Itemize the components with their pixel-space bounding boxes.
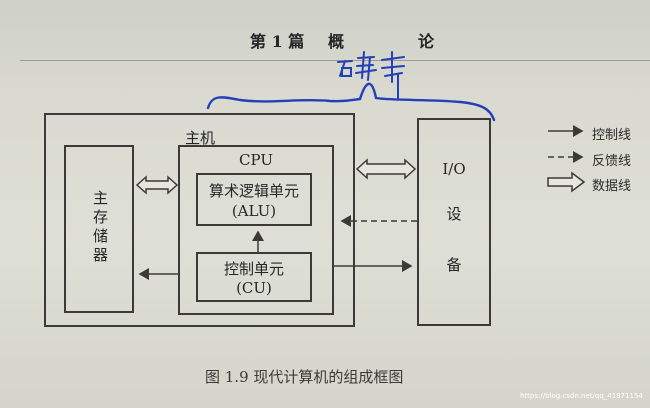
host-label: 主机: [184, 129, 215, 147]
main-memory-label: 主存储器: [91, 190, 109, 266]
watermark-url: https://blog.csdn.net/qq_41871154: [520, 392, 643, 400]
main-memory-box: [64, 145, 134, 313]
chapter-title-char-2: 论: [418, 32, 435, 51]
legend-control-line-label: 控制线: [592, 128, 632, 143]
alu-box: [196, 173, 312, 226]
handwritten-bracket: [206, 82, 496, 122]
host-box: [44, 113, 355, 327]
legend-data-line-label: 数据线: [592, 179, 632, 194]
cpu-io-data-arrow: [355, 158, 417, 180]
cu-label-line2: (CU): [236, 279, 272, 297]
cpu-label: CPU: [239, 151, 273, 169]
alu-label-line1: 算术逻辑单元: [208, 182, 299, 200]
handwritten-annotation: [337, 51, 405, 83]
page-header: 第 1 篇 概 论: [250, 28, 450, 54]
cu-box: [196, 252, 312, 302]
io-label-char-2: 备: [446, 256, 462, 274]
legend-hollow-arrow: [547, 171, 586, 193]
memory-cpu-data-arrow: [135, 175, 179, 195]
chapter-number: 第 1 篇: [250, 32, 305, 51]
cpu-box: [178, 145, 334, 315]
alu-label-line2: (ALU): [231, 202, 277, 220]
figure-caption: 图 1.9 现代计算机的组成框图: [205, 368, 404, 386]
cu-label-line1: 控制单元: [223, 260, 284, 278]
chapter-title-char-1: 概: [328, 32, 345, 51]
io-label-char-1: 设: [446, 205, 462, 223]
io-label: I/O: [442, 160, 466, 178]
io-device-box: [417, 118, 491, 326]
header-rule: [20, 60, 650, 61]
legend-feedback-line-label: 反馈线: [592, 154, 632, 169]
